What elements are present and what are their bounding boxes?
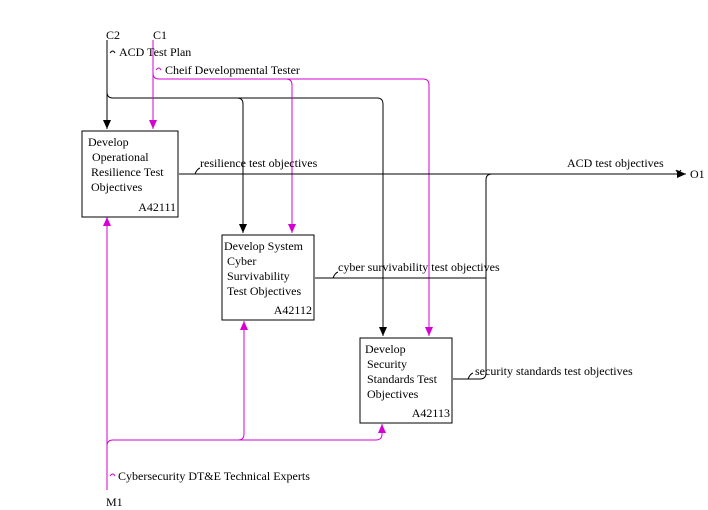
- experts-label: Cybersecurity DT&E Technical Experts: [118, 469, 310, 483]
- squiggle-icon: [194, 167, 201, 175]
- activity-title-line: Develop System: [224, 239, 304, 253]
- acd-test-plan-label: ACD Test Plan: [119, 45, 191, 59]
- squiggle-icon: [109, 50, 116, 54]
- cyber-survivability-objectives-label: cyber survivability test objectives: [338, 260, 500, 274]
- activity-title-line: Cyber: [227, 254, 256, 268]
- activity-title-line: Test Objectives: [227, 284, 301, 298]
- acd-test-objectives-arrow: [179, 167, 686, 178]
- acd-test-plan-arrow: [103, 40, 387, 336]
- activity-title-line: Objectives: [91, 180, 143, 194]
- activity-box-a42112[interactable]: Develop System Cyber Survivability Test …: [221, 234, 315, 321]
- node-number: A42111: [138, 200, 176, 214]
- chief-developmental-tester-arrow: [149, 40, 433, 336]
- boundary-code-o1: O1: [690, 167, 705, 181]
- activity-title-line: Develop: [88, 135, 129, 149]
- security-standards-objectives-label: security standards test objectives: [475, 364, 633, 378]
- activity-box-a42111[interactable]: Develop Operational Resilience Test Obje…: [81, 130, 179, 218]
- boundary-code-c2: C2: [106, 28, 120, 42]
- squiggle-icon: [467, 372, 474, 380]
- security-standards-objectives-arrow: [453, 173, 493, 380]
- activity-title-line: Develop: [365, 342, 406, 356]
- acd-objectives-label: ACD test objectives: [567, 156, 664, 170]
- activity-title-line: Standards Test: [367, 372, 438, 386]
- activity-box-a42113[interactable]: Develop Security Standards Test Objectiv…: [359, 337, 453, 424]
- activity-title-line: Operational: [92, 150, 149, 164]
- boundary-code-m1: M1: [106, 495, 123, 509]
- activity-title-line: Survivability: [227, 269, 290, 283]
- experts-mechanism-arrow: [103, 217, 386, 490]
- squiggle-icon: [332, 271, 339, 279]
- activity-title-line: Objectives: [367, 387, 419, 401]
- squiggle-icon: [155, 67, 162, 71]
- squiggle-icon: [675, 169, 682, 173]
- boundary-code-c1: C1: [153, 28, 167, 42]
- node-number: A42112: [274, 303, 312, 317]
- activity-title-line: Resilience Test: [91, 165, 164, 179]
- cyber-survivability-objectives-arrow: [315, 271, 486, 279]
- resilience-objectives-label: resilience test objectives: [200, 156, 318, 170]
- node-number: A42113: [412, 406, 450, 420]
- squiggle-icon: [109, 473, 116, 477]
- activity-title-line: Security: [367, 357, 407, 371]
- chief-developmental-tester-label: Cheif Developmental Tester: [165, 63, 300, 77]
